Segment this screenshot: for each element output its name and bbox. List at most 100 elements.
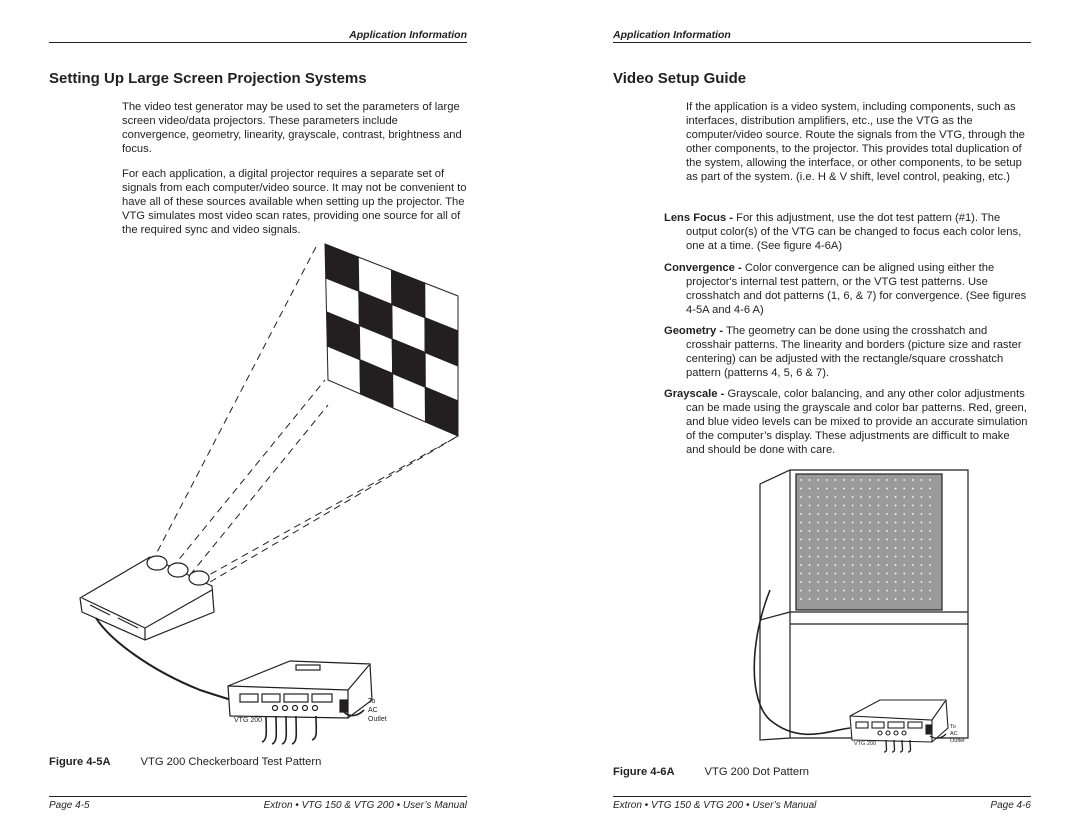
vtg-200-device-icon	[227, 660, 373, 719]
screen-dot	[886, 564, 888, 566]
screen-dot	[920, 589, 923, 592]
screen-dot	[929, 496, 931, 498]
screen-dot	[894, 504, 897, 507]
screen-dot	[886, 521, 888, 524]
screen-dot	[911, 589, 914, 592]
screen-dot	[843, 564, 845, 566]
screen-dot	[800, 496, 802, 498]
screen-dot	[929, 598, 931, 600]
convergence-item: Convergence - Color convergence can be a…	[664, 261, 1031, 317]
left-footer-rule	[49, 796, 467, 797]
screen-dot	[868, 581, 871, 583]
screen-dot	[834, 479, 837, 481]
screen-dot	[877, 547, 880, 549]
screen-dot	[834, 496, 837, 498]
screen-dot	[843, 572, 845, 575]
screen-dot	[903, 564, 906, 566]
screen-dot	[868, 479, 871, 481]
screen-dot	[800, 530, 802, 532]
screen-dot	[834, 598, 837, 600]
screen-dot	[851, 547, 854, 549]
screen-dot	[860, 513, 863, 515]
screen-dot	[843, 547, 845, 549]
screen-dot	[903, 479, 906, 481]
screen-dot	[825, 487, 828, 490]
screen-dot	[843, 555, 845, 558]
screen-dot	[834, 530, 837, 532]
screen-dot	[929, 521, 931, 524]
screen-dot	[903, 487, 906, 490]
right-footer-title: Extron • VTG 150 & VTG 200 • User’s Manu…	[613, 800, 817, 811]
screen-dot	[903, 581, 906, 583]
outlet-label-ac: AC	[368, 707, 378, 714]
screen-dot	[817, 598, 820, 600]
convergence-text: Color convergence can be aligned using e…	[686, 262, 1027, 316]
screen-dot	[825, 530, 828, 532]
screen-dot	[920, 496, 923, 498]
screen-dot	[843, 487, 845, 490]
screen-dot	[920, 513, 923, 515]
screen-dot	[817, 564, 820, 566]
screen-dot	[800, 589, 802, 592]
screen-dot	[834, 513, 837, 515]
screen-dot	[920, 598, 923, 600]
screen-dot	[825, 513, 828, 515]
screen-dot	[911, 598, 914, 600]
screen-dot	[868, 487, 871, 490]
screen-dot	[886, 581, 888, 583]
screen-dot	[911, 555, 914, 558]
screen-dot	[808, 598, 811, 600]
screen-dot	[834, 589, 837, 592]
screen-dot	[851, 513, 854, 515]
screen-dot	[817, 572, 820, 575]
grayscale-text: Grayscale, color balancing, and any othe…	[686, 388, 1028, 456]
screen-dot	[911, 487, 914, 490]
screen-dot	[894, 496, 897, 498]
vtg-200-label: VTG 200	[234, 717, 262, 724]
screen-dot	[817, 538, 820, 541]
screen-dot	[929, 513, 931, 515]
screen-dot	[894, 564, 897, 566]
screen-dot	[877, 589, 880, 592]
screen-dot	[911, 572, 914, 575]
screen-dot	[808, 555, 811, 558]
screen-dot	[800, 555, 802, 558]
screen-dot	[834, 581, 837, 583]
screen-dot	[800, 479, 802, 481]
screen-dot	[929, 564, 931, 566]
screen-dot	[868, 555, 871, 558]
screen-dot	[851, 598, 854, 600]
screen-dot	[851, 538, 854, 541]
tv-cable	[753, 589, 851, 735]
screen-dot	[843, 581, 845, 583]
screen-dot	[920, 581, 923, 583]
screen-dot	[834, 487, 837, 490]
screen-dot	[860, 564, 863, 566]
right-intro-paragraph: If the application is a video system, in…	[686, 101, 1025, 183]
screen-dot	[903, 598, 906, 600]
lens-focus-term: Lens Focus -	[664, 212, 733, 224]
screen-dot	[920, 487, 923, 490]
left-figure-title: VTG 200 Checkerboard Test Pattern	[140, 756, 322, 768]
screen-dot	[860, 504, 863, 507]
screen-dot	[886, 513, 888, 515]
screen-dot	[808, 572, 811, 575]
screen-dot	[860, 530, 863, 532]
screen-dot	[800, 513, 802, 515]
screen-dot	[825, 589, 828, 592]
screen-dot	[903, 538, 906, 541]
screen-dot	[903, 572, 906, 575]
screen-dot	[817, 496, 820, 498]
screen-dot	[920, 479, 923, 481]
screen-dot	[886, 496, 888, 498]
screen-dot	[825, 521, 828, 524]
screen-dot	[886, 547, 888, 549]
screen-dot	[894, 589, 897, 592]
screen-dot	[894, 513, 897, 515]
screen-dot	[877, 496, 880, 498]
left-header-rule	[49, 42, 467, 43]
projector-icon	[79, 555, 215, 641]
screen-dot	[860, 572, 863, 575]
screen-dot	[843, 530, 845, 532]
screen-dot	[877, 504, 880, 507]
